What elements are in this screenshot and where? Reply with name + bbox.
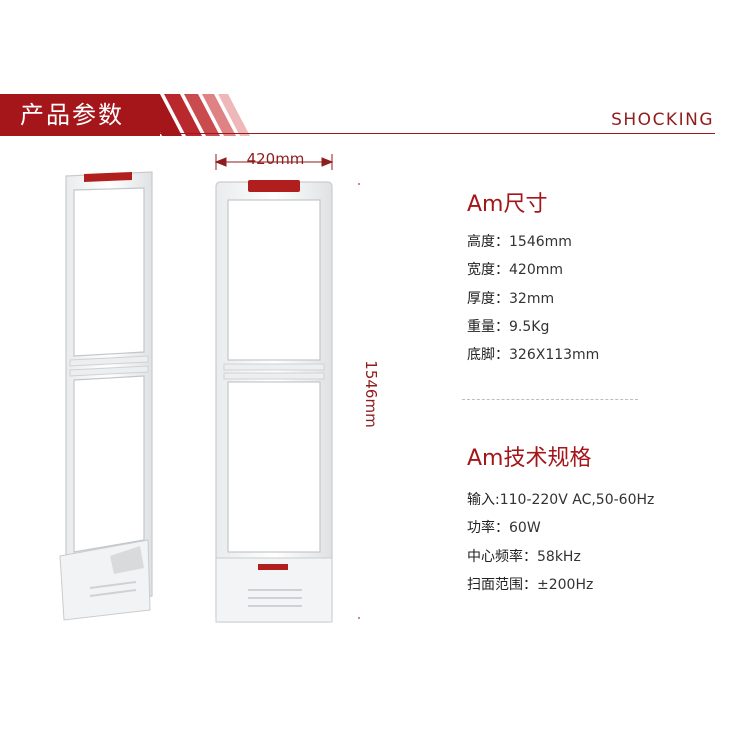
height-dimension-arrow	[358, 183, 360, 619]
width-dimension-label: 420mm	[246, 150, 305, 168]
spec-row-input: 输入:110-220V AC,50-60Hz	[467, 492, 655, 508]
header-banner	[0, 94, 160, 136]
dimensions-list: 高度：1546mm 宽度：420mm 厚度：32mm 重量：9.5Kg 底脚：3…	[467, 231, 599, 372]
specs-title: Am技术规格	[467, 446, 592, 471]
spec-row-scan-range: 扫面范围：±200Hz	[467, 576, 594, 593]
spec-row-weight: 重量：9.5Kg	[467, 318, 550, 335]
spec-row-base: 底脚：326X113mm	[467, 347, 600, 364]
spec-row-power: 功率：60W	[467, 520, 541, 537]
antenna-gate-side-view	[59, 171, 153, 621]
height-dimension-label: 1546mm	[362, 360, 380, 428]
spec-row-center-frequency: 中心频率：58kHz	[467, 548, 581, 565]
spec-row-height: 高度：1546mm	[467, 234, 572, 250]
spec-row-thickness: 厚度：32mm	[467, 290, 555, 307]
section-divider	[462, 399, 638, 400]
dimensions-title: Am尺寸	[467, 192, 548, 217]
decorative-stripes	[140, 94, 250, 136]
page-title: 产品参数	[20, 101, 124, 129]
antenna-gate-front-view	[215, 180, 333, 623]
header-underline	[0, 133, 715, 134]
specs-list: 输入:110-220V AC,50-60Hz 功率：60W 中心频率：58kHz…	[467, 489, 654, 602]
spec-row-width: 宽度：420mm	[467, 262, 563, 279]
product-illustration	[59, 154, 360, 623]
brand-name: SHOCKING	[611, 110, 714, 130]
width-dimension-arrow	[214, 154, 334, 170]
